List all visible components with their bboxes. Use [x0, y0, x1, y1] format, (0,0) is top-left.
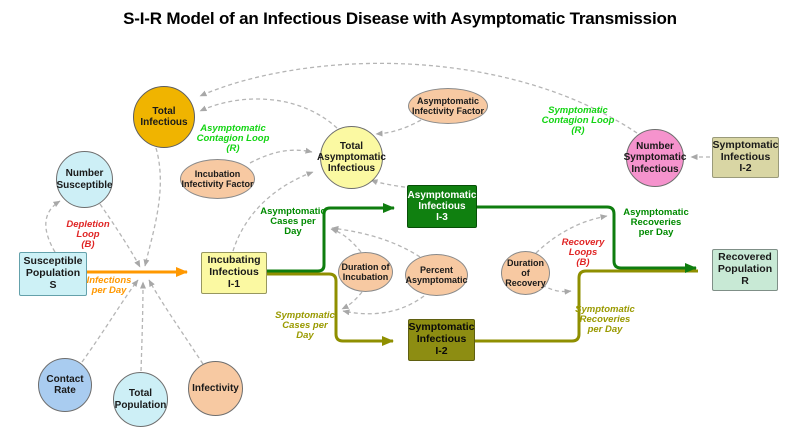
node-total-infectious[interactable]: Total Infectious [133, 86, 195, 148]
node-symptomatic-infectious-i2-ghost[interactable]: Symptomatic Infectious I-2 [712, 137, 779, 178]
link-percent-asym-to-asym-cases-valve [331, 225, 421, 258]
node-incubating-infectious-i1[interactable]: Incubating Infectious I-1 [201, 252, 267, 294]
label-infections-per-day: Infections per Day [86, 275, 132, 297]
label-symptomatic-recoveries-per-day: Symptomatic Recoveries per Day [575, 304, 635, 336]
link-total-infectious-to-infections-valve [143, 147, 161, 267]
flow-symptomatic-cases [267, 272, 394, 346]
link-asym-factor-to-total-asymptomatic [375, 119, 422, 137]
link-duration-recovery-to-asym-recoveries-valve [535, 214, 608, 254]
node-number-susceptible[interactable]: Number Susceptible [56, 151, 113, 208]
label-symptomatic-cases-per-day: Symptomatic Cases per Day [275, 310, 335, 342]
node-symptomatic-infectious-i2[interactable]: Symptomatic Infectious I-2 [408, 319, 475, 361]
flow-asymptomatic-recoveries [477, 205, 697, 273]
link-susceptible-to-number-susceptible [45, 200, 61, 253]
node-total-asymptomatic-infectious[interactable]: Total Asymptomatic Infectious [317, 126, 386, 189]
node-duration-of-recovery[interactable]: Duration of Recovery [501, 251, 550, 295]
link-number-susceptible-to-infections-valve [99, 203, 141, 268]
link-i1-to-total-asymptomatic [232, 171, 314, 252]
link-infectivity-to-infections-valve [148, 279, 204, 365]
node-incubation-infectivity-factor[interactable]: Incubation Infectivity Factor [180, 159, 255, 199]
node-infectivity[interactable]: Infectivity [188, 361, 243, 416]
link-percent-asym-to-sym-cases-valve [342, 295, 425, 316]
node-contact-rate[interactable]: Contact Rate [38, 358, 92, 412]
label-asymptomatic-recoveries-per-day: Asymptomatic Recoveries per Day [623, 207, 689, 239]
link-number-symptomatic-to-total-infectious [199, 62, 638, 134]
link-contact-rate-to-infections-valve [81, 279, 139, 363]
label-asymptomatic-contagion-loop: Asymptomatic Contagion Loop (R) [196, 123, 270, 155]
node-percent-asymptomatic[interactable]: Percent Asymptomatic [405, 254, 468, 296]
node-recovered-population[interactable]: Recovered Population R [712, 249, 778, 291]
node-susceptible-population[interactable]: Susceptible Population S [19, 252, 87, 296]
link-duration-incubation-to-asym-cases-valve [330, 228, 362, 253]
node-duration-of-incubation[interactable]: Duration of Incubation [338, 252, 393, 292]
label-recovery-loops: Recovery Loops (B) [561, 237, 605, 269]
node-total-population[interactable]: Total Population [113, 372, 168, 427]
node-number-symptomatic-infectious[interactable]: Number Symptomatic Infectious [624, 129, 686, 187]
link-incubation-factor-to-total-asymptomatic [249, 147, 313, 164]
node-asymptomatic-infectious-i3[interactable]: Asymptomatic Infectious I-3 [407, 185, 477, 228]
flow-asymptomatic-cases [267, 203, 395, 273]
diagram-title: S-I-R Model of an Infectious Disease wit… [123, 9, 677, 28]
link-i3-to-total-asymptomatic [370, 179, 413, 189]
node-asymptomatic-infectivity-factor[interactable]: Asymptomatic Infectivity Factor [408, 88, 488, 124]
label-symptomatic-contagion-loop: Symptomatic Contagion Loop (R) [541, 105, 615, 137]
label-asymptomatic-cases-per-day: Asymptomatic Cases per Day [260, 206, 326, 238]
label-depletion-loop: Depletion Loop (B) [66, 219, 110, 251]
link-total-population-to-infections-valve [139, 281, 146, 372]
link-total-asymptomatic-to-total-infectious [199, 98, 338, 129]
link-duration-incubation-to-sym-cases-valve [341, 291, 363, 310]
flow-symptomatic-recoveries [475, 269, 698, 343]
